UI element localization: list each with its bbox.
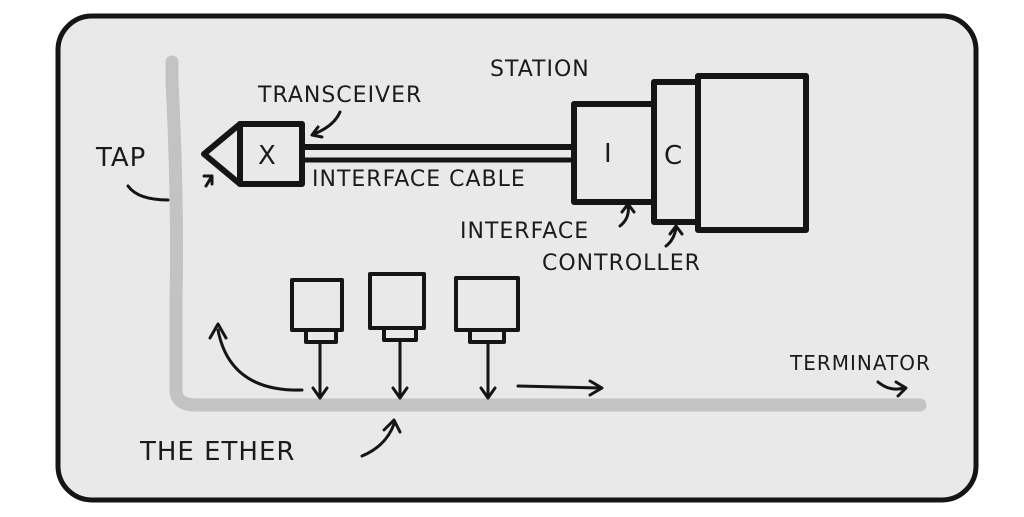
interface-pointer-arrow — [618, 202, 636, 228]
interface-cable — [299, 144, 577, 163]
tap-pointer-arrow — [202, 174, 214, 188]
propagation-arrow-left-head — [208, 322, 228, 340]
host-computer-box — [695, 73, 809, 233]
transceiver-tap-wedge — [201, 121, 243, 187]
diagram-frame — [55, 13, 979, 503]
propagation-arrow-left — [216, 328, 304, 392]
terminator-label: TERMINATOR — [789, 351, 931, 375]
station: I C — [571, 73, 809, 233]
interface-label: INTERFACE — [460, 219, 589, 244]
transceiver-pointer-arrow — [312, 110, 342, 136]
interface-box — [571, 101, 657, 205]
transceiver: X — [201, 121, 305, 187]
transceiver-x-glyph: X — [258, 141, 277, 171]
station-label: STATION — [490, 57, 590, 82]
ether-station-3 — [454, 276, 520, 400]
ether-station-1 — [290, 278, 344, 400]
interface-cable-label: INTERFACE CABLE — [312, 167, 526, 192]
ether-station-2 — [368, 272, 426, 400]
tap-label: TAP — [95, 143, 146, 173]
tap-pointer-curve — [126, 184, 170, 202]
transceiver-label: TRANSCEIVER — [257, 83, 422, 108]
ether-pointer-arrow — [360, 418, 402, 458]
ether-cable — [165, 55, 927, 412]
propagation-arrow-right-head — [588, 379, 604, 397]
controller-pointer-arrow — [664, 224, 684, 248]
controller-label: CONTROLLER — [542, 251, 701, 276]
transceiver-box — [237, 121, 305, 187]
the-ether-label: THE ETHER — [139, 437, 295, 467]
propagation-arrow-right — [516, 384, 602, 390]
controller-c-glyph: C — [664, 141, 683, 171]
interface-i-glyph: I — [604, 139, 613, 169]
transceiver-pointer-head — [310, 125, 324, 139]
terminator-pointer-arrow — [876, 380, 908, 398]
